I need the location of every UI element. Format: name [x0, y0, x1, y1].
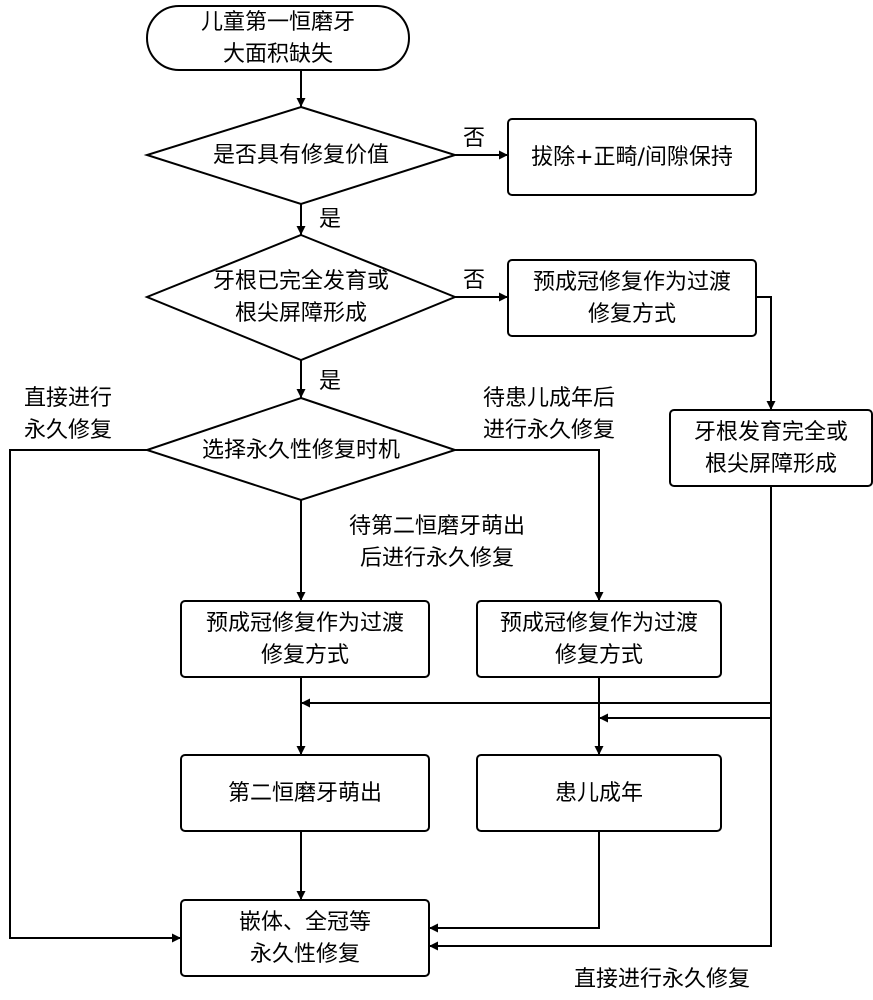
- crown-transition-right: 预成冠修复作为过渡修复方式: [476, 600, 722, 678]
- second-molar-node-text: 第二恒磨牙萌出: [228, 781, 382, 806]
- text-line: 修复方式: [555, 643, 643, 668]
- text-line: 是: [319, 369, 341, 394]
- edge-timing-direct-to-permanent: [9, 449, 181, 943]
- text-line: 待第二恒磨牙萌出: [349, 514, 525, 539]
- extract-node: 拔除+正畸/间隙保持: [507, 118, 757, 196]
- text-line: 预成冠修复作为过渡: [500, 611, 698, 636]
- edge-label-direct-bottom: 直接进行永久修复: [574, 967, 750, 992]
- edge-label-wait-second-molar: 待第二恒磨牙萌出后进行永久修复: [349, 514, 525, 571]
- text-line: 否: [463, 268, 485, 293]
- text-line: 是: [319, 207, 341, 232]
- text-line: 患儿成年: [555, 781, 643, 806]
- text-line: 后进行永久修复: [360, 546, 514, 571]
- edge-label-wait-adult: 待患儿成年后进行永久修复: [483, 386, 615, 443]
- crown-transition-left-text: 预成冠修复作为过渡修复方式: [206, 611, 404, 668]
- decision-repair-value: 是否具有修复价值: [143, 105, 459, 206]
- decision-repair-timing-text: 选择永久性修复时机: [202, 438, 400, 463]
- adult-node-text: 患儿成年: [555, 781, 643, 806]
- text-line: 选择永久性修复时机: [202, 438, 400, 463]
- edge-root-formed-trunk: [429, 486, 772, 951]
- text-line: 儿童第一恒磨牙: [201, 10, 355, 35]
- edge-label-no-root: 否: [463, 268, 485, 293]
- root-formed-node: 牙根发育完全或根尖屏障形成: [669, 409, 873, 487]
- permanent-repair-node: 嵌体、全冠等永久性修复: [180, 899, 430, 977]
- text-line: 直接进行: [24, 386, 112, 411]
- text-line: 修复方式: [588, 302, 676, 327]
- text-line: 嵌体、全冠等: [239, 910, 371, 935]
- text-line: 永久性修复: [250, 942, 360, 967]
- text-line: 根尖屏障形成: [705, 452, 837, 477]
- permanent-repair-node-text: 嵌体、全冠等永久性修复: [239, 910, 371, 967]
- decision-repair-value-text: 是否具有修复价值: [213, 143, 389, 168]
- text-line: 牙根已完全发育或: [213, 269, 389, 294]
- crown-transition-right-text: 预成冠修复作为过渡修复方式: [500, 611, 698, 668]
- text-line: 进行永久修复: [483, 418, 615, 443]
- edge-crown-top-to-root-formed: [756, 296, 776, 410]
- decision-repair-timing: 选择永久性修复时机: [143, 396, 459, 502]
- text-line: 预成冠修复作为过渡: [206, 611, 404, 636]
- text-line: 修复方式: [261, 643, 349, 668]
- text-line: 否: [463, 126, 485, 151]
- crown-transition-top-text: 预成冠修复作为过渡修复方式: [533, 270, 731, 327]
- text-line: 预成冠修复作为过渡: [533, 270, 731, 295]
- decision-root-formed: 牙根已完全发育或根尖屏障形成: [144, 233, 458, 362]
- edge-label-yes-root: 是: [319, 369, 341, 394]
- extract-node-text: 拔除+正畸/间隙保持: [531, 145, 733, 170]
- edge-label-direct-left: 直接进行永久修复: [24, 386, 112, 443]
- decision-root-formed-text: 牙根已完全发育或根尖屏障形成: [213, 269, 389, 326]
- crown-transition-top: 预成冠修复作为过渡修复方式: [507, 259, 757, 337]
- root-formed-node-text: 牙根发育完全或根尖屏障形成: [694, 420, 848, 477]
- start-node: 儿童第一恒磨牙大面积缺失: [146, 5, 410, 71]
- text-line: 是否具有修复价值: [213, 143, 389, 168]
- second-molar-node: 第二恒磨牙萌出: [180, 754, 430, 832]
- text-line: 待患儿成年后: [483, 386, 615, 411]
- text-line: 直接进行永久修复: [574, 967, 750, 992]
- adult-node: 患儿成年: [476, 754, 722, 832]
- text-line: 牙根发育完全或: [694, 420, 848, 445]
- edge-label-no-value: 否: [463, 126, 485, 151]
- start-node-text: 儿童第一恒磨牙大面积缺失: [201, 10, 355, 67]
- text-line: 根尖屏障形成: [235, 301, 367, 326]
- text-line: 大面积缺失: [223, 42, 333, 67]
- edge-label-yes-value: 是: [319, 207, 341, 232]
- crown-transition-left: 预成冠修复作为过渡修复方式: [180, 600, 430, 678]
- edge-adult-to-permanent: [429, 831, 600, 933]
- edge-timing-to-crown-right: [455, 449, 604, 601]
- text-line: 第二恒磨牙萌出: [228, 781, 382, 806]
- text-line: 拔除+正畸/间隙保持: [531, 145, 733, 170]
- text-line: 永久修复: [24, 418, 112, 443]
